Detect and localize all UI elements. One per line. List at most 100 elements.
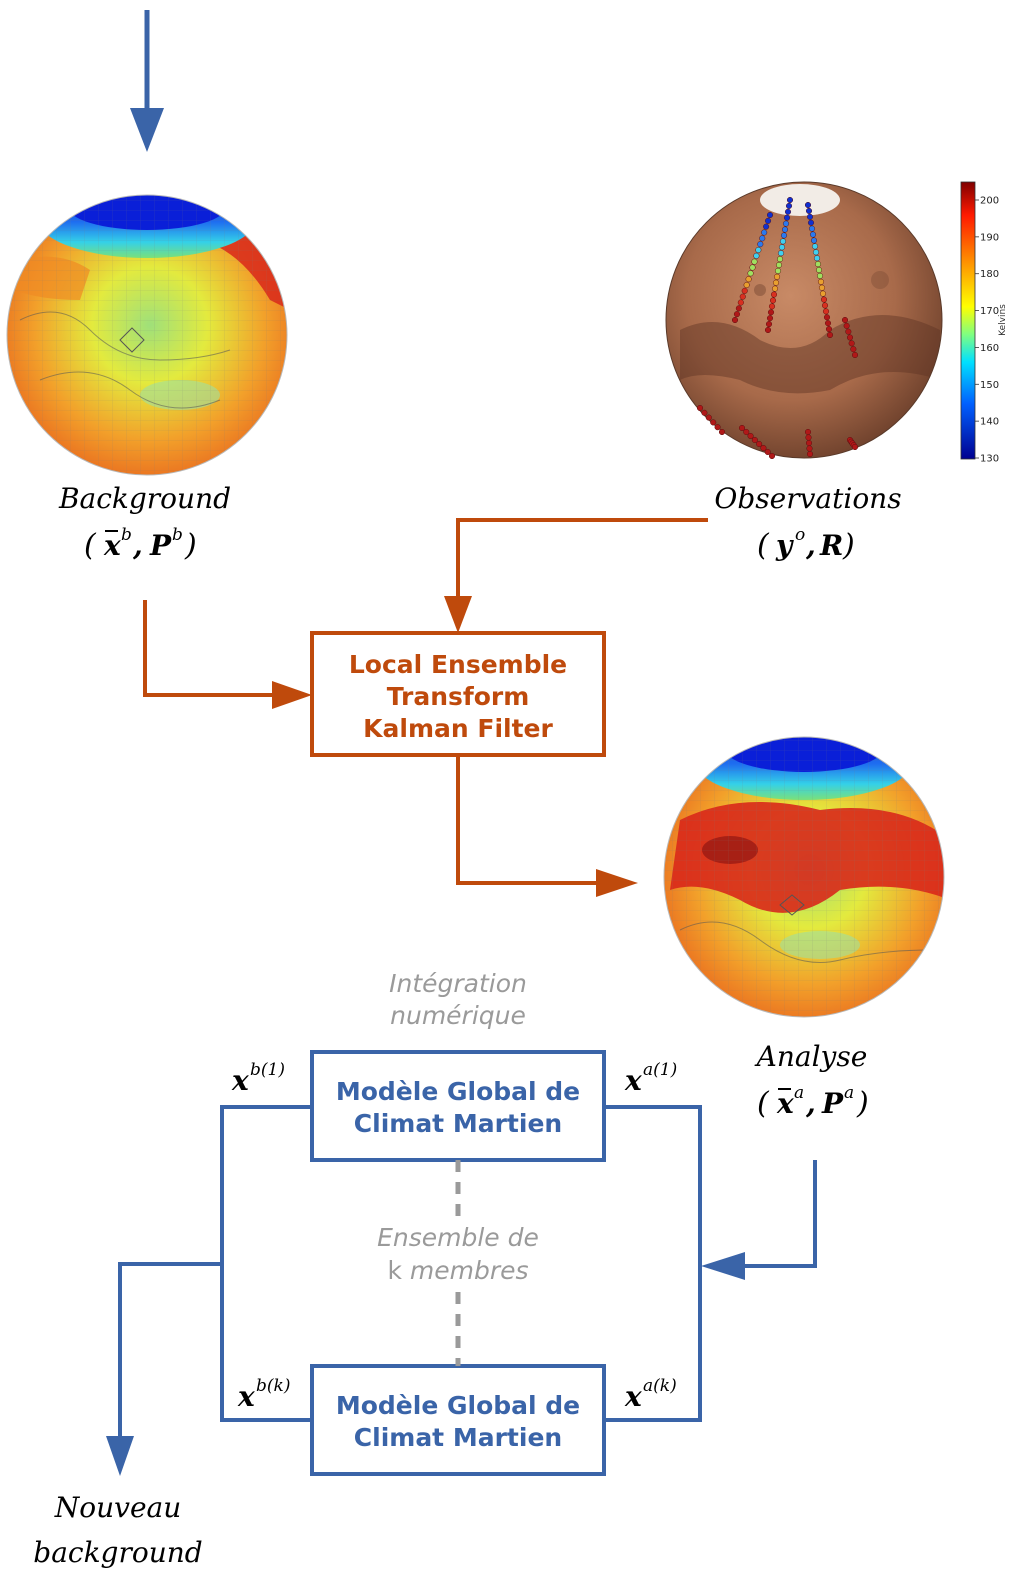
observation-point — [851, 443, 859, 451]
observation-point — [705, 414, 712, 421]
observation-point — [774, 267, 782, 274]
svg-text:(: ( — [757, 1086, 770, 1121]
observation-point — [825, 326, 833, 333]
integration-line-2: numérique — [390, 1001, 526, 1030]
observation-point — [714, 424, 721, 431]
model-top-line-2: Climat Martien — [354, 1109, 562, 1138]
observation-point — [777, 250, 785, 257]
observation-point — [764, 326, 772, 334]
observation-point — [751, 436, 758, 444]
observation-point — [759, 235, 766, 242]
observation-point — [770, 291, 778, 298]
observation-point — [806, 213, 814, 220]
analyse-to-ensemble-arrowhead — [701, 1252, 745, 1280]
var-xak: x a(k) — [624, 1376, 677, 1413]
observation-point — [846, 334, 854, 341]
observation-point — [696, 404, 704, 412]
observation-point — [747, 270, 754, 277]
letkf-to-analyse-arrow — [456, 756, 638, 897]
background-vector: x — [103, 529, 121, 562]
observation-point — [819, 290, 827, 297]
observation-point — [815, 266, 823, 274]
observation-point — [818, 284, 826, 291]
observation-point — [757, 241, 764, 248]
ensemble-line-2: k membres — [387, 1256, 528, 1285]
observation-point — [851, 351, 859, 359]
analyse-matrix-sup: a — [844, 1083, 854, 1103]
observation-point — [826, 331, 834, 339]
observation-point — [785, 202, 793, 209]
observation-point — [843, 322, 850, 329]
var-xa1: x a(1) — [624, 1060, 677, 1097]
var-xa1-base: x — [624, 1064, 642, 1097]
observations-matrix: R — [819, 529, 843, 562]
observation-point — [850, 346, 857, 353]
observation-point — [765, 217, 772, 224]
observation-point — [755, 246, 762, 254]
model-box-bottom: Modèle Global de Climat Martien — [310, 1364, 606, 1476]
observation-point — [807, 219, 815, 226]
observation-point — [782, 220, 790, 227]
letkf-line-1: Local Ensemble — [349, 650, 567, 679]
background-to-letkf-arrow — [143, 600, 312, 709]
colorbar-tick-label: 200 — [980, 196, 999, 207]
nouveau-line-2: background — [33, 1536, 202, 1569]
observation-point — [810, 237, 818, 244]
colorbar-tick-label: 140 — [980, 417, 999, 428]
var-xb1-base: x — [231, 1064, 249, 1097]
observation-point — [772, 279, 780, 286]
observation-point — [731, 316, 739, 324]
observations-vector: y — [775, 529, 794, 562]
observation-point — [848, 340, 855, 347]
analyse-vector: x — [776, 1087, 794, 1120]
observations-vector-sup: o — [795, 525, 805, 545]
analyse-matrix: P — [821, 1087, 844, 1120]
observation-point — [737, 299, 744, 306]
var-xbk-sup: b(k) — [256, 1376, 290, 1396]
observation-point — [778, 244, 786, 251]
observation-point — [808, 225, 816, 232]
observation-point — [805, 207, 813, 214]
var-xa1-sup: a(1) — [643, 1060, 677, 1080]
observation-point — [738, 424, 746, 432]
observation-point — [776, 256, 784, 263]
observations-to-letkf-arrow — [444, 518, 708, 633]
observation-point — [766, 211, 774, 219]
observation-point — [747, 432, 754, 440]
svg-text:,: , — [132, 529, 143, 562]
observation-point — [756, 440, 763, 448]
observation-point — [768, 303, 776, 310]
background-vars: ( x b , P b ) — [84, 525, 197, 563]
observation-point — [817, 278, 825, 285]
observation-point — [780, 232, 788, 239]
background-matrix: P — [149, 529, 172, 562]
observation-point — [812, 249, 820, 256]
observation-point — [779, 238, 787, 245]
svg-text:(: ( — [757, 528, 770, 563]
colorbar-tick-label: 160 — [980, 343, 999, 354]
analyse-label: Analyse — [754, 1040, 868, 1073]
colorbar-label: Kelvins — [998, 304, 1008, 336]
letkf-line-2: Transform — [387, 682, 530, 711]
observation-point — [718, 428, 726, 436]
letkf-line-3: Kalman Filter — [363, 714, 553, 743]
svg-text:,: , — [805, 1087, 816, 1120]
var-xb1-sup: b(1) — [250, 1060, 285, 1080]
observation-point — [741, 287, 748, 294]
background-vector-sup: b — [121, 525, 132, 545]
observation-point — [811, 243, 819, 250]
observation-point — [805, 434, 812, 441]
integration-line-1: Intégration — [389, 969, 527, 998]
observation-point — [766, 315, 774, 322]
nouveau-line-1: Nouveau — [54, 1491, 182, 1524]
observation-point — [761, 229, 768, 236]
var-xbk-base: x — [237, 1380, 255, 1413]
observation-point — [822, 308, 830, 315]
colorbar-tick-label: 150 — [980, 380, 999, 391]
observation-point — [824, 320, 832, 327]
observation-point — [781, 226, 789, 233]
observation-point — [813, 255, 821, 262]
observation-point — [823, 314, 831, 321]
observation-point — [806, 450, 814, 458]
